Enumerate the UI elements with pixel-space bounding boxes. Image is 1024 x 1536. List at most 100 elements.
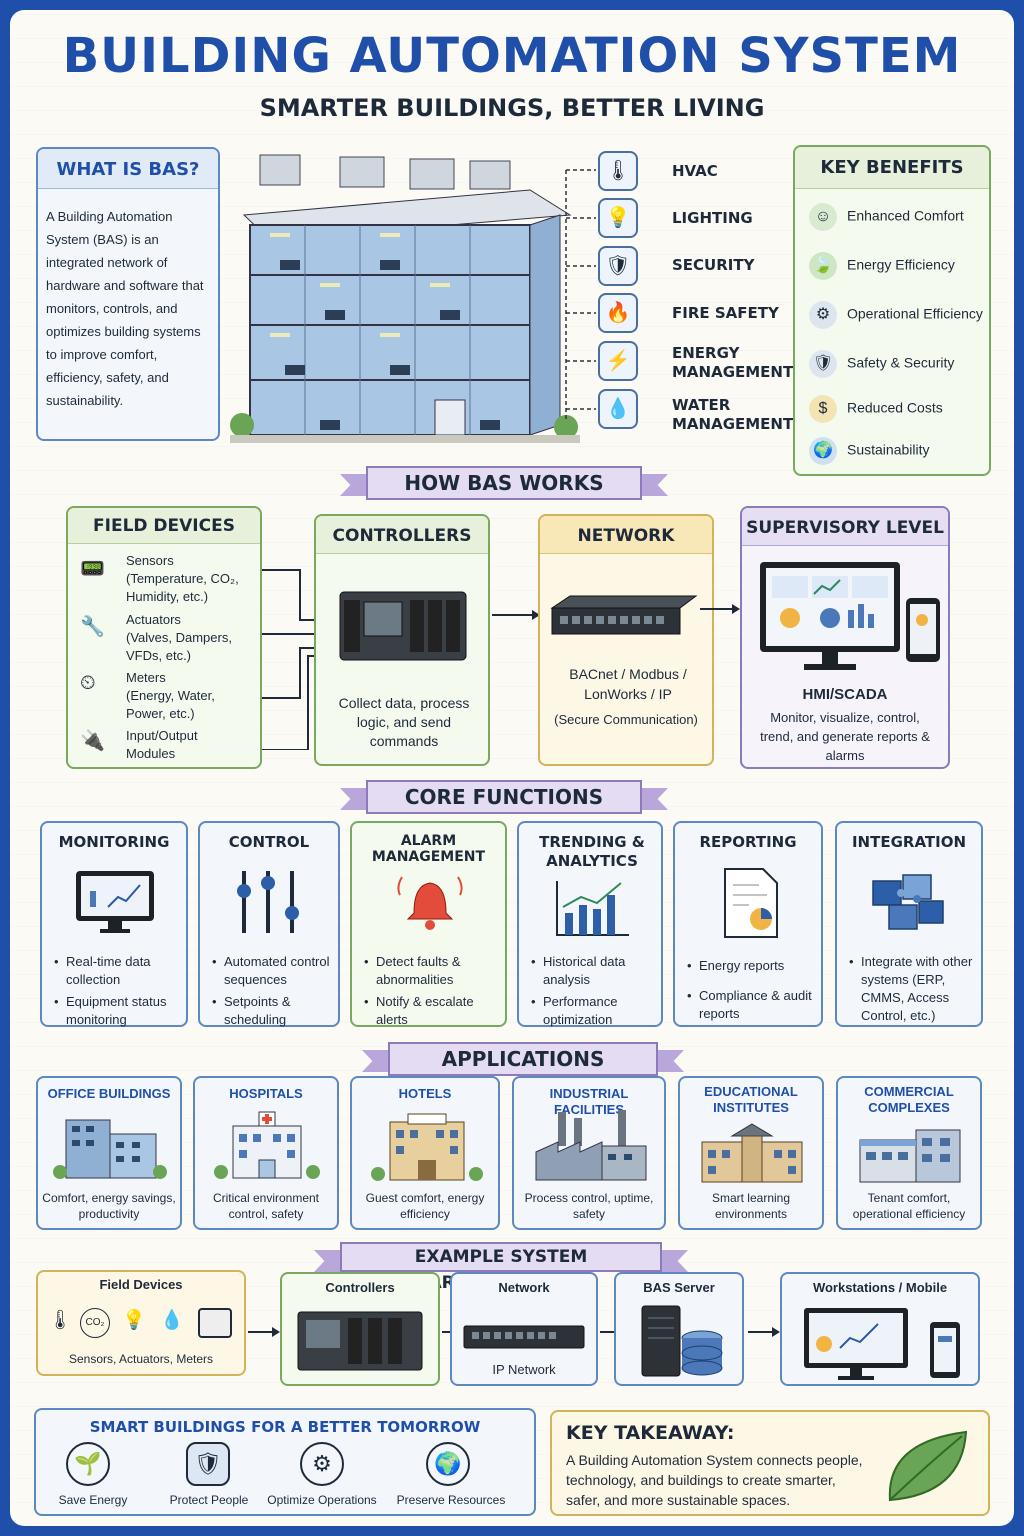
app-hospitals-card: HOSPITALS Critical environment control, … (193, 1076, 339, 1230)
app-hotels-card: HOTELS Guest comfort, energy efficiency (350, 1076, 500, 1230)
arch-controller-image (297, 1311, 423, 1371)
arch-network-box: Network IP Network (450, 1272, 598, 1386)
arch-workstations-title: Workstations / Mobile (812, 1280, 948, 1295)
app-industrial-card: INDUSTRIAL FACILITIES Process control, u… (512, 1076, 666, 1230)
network-to-supervisory-arrow (700, 604, 740, 614)
core-reporting-card: REPORTING Energy reportsCompliance & aud… (673, 821, 823, 1027)
water-drop-icon: 💧 (598, 389, 638, 429)
dollar-icon: $ (809, 395, 837, 423)
hospital-image (214, 1111, 320, 1179)
field-devices-heading: FIELD DEVICES (93, 516, 235, 536)
benefit-sustainability: 🌍Sustainability (809, 437, 930, 465)
sensor-icon: 📟 (80, 558, 105, 580)
core-monitoring-card: MONITORING Real-time data collectionEqui… (40, 821, 188, 1027)
arch-server-box: BAS Server (614, 1272, 744, 1386)
footer-optimize-operations: Optimize Operations (267, 1493, 377, 1507)
smart-buildings-heading: SMART BUILDINGS FOR A BETTER TOMORROW (89, 1418, 481, 1436)
app-office-title: OFFICE BUILDINGS (47, 1086, 171, 1101)
arch-switch-image (463, 1325, 585, 1349)
arch-controllers-title: Controllers (325, 1280, 395, 1295)
arch-server-title: BAS Server (643, 1280, 715, 1295)
core-control-bullets: Automated control sequencesSetpoints & s… (212, 953, 330, 1033)
field-item-actuators: Actuators(Valves, Dampers, VFDs, etc.) (126, 612, 232, 663)
core-control-card: CONTROL Automated control sequencesSetpo… (198, 821, 340, 1027)
applications-banner: APPLICATIONS (388, 1042, 658, 1076)
thermometer-icon: 🌡 (48, 1310, 73, 1331)
core-trending-title: TRENDING & ANALYTICS (539, 833, 645, 870)
arch-network-title: Network (498, 1280, 550, 1295)
key-benefits-heading: KEY BENEFITS (820, 157, 964, 178)
app-commercial-card: COMMERCIAL COMPLEXES Tenant comfort, ope… (836, 1076, 982, 1230)
meter-icon (198, 1308, 232, 1338)
controllers-to-network-arrow (492, 610, 540, 620)
commercial-complex-image (859, 1129, 961, 1183)
footer-preserve-resources: Preserve Resources (396, 1493, 506, 1507)
app-hotels-desc: Guest comfort, energy efficiency (365, 1191, 485, 1221)
globe-icon: 🌍 (809, 437, 837, 465)
system-fire-safety: FIRE SAFETY (672, 304, 779, 322)
core-trending-bullets: Historical data analysisPerformance opti… (531, 953, 653, 1033)
how-bas-works-banner: HOW BAS WORKS (366, 466, 642, 500)
arch-network-desc: IP Network (492, 1362, 556, 1377)
app-commercial-title: COMMERCIAL COMPLEXES (864, 1084, 954, 1115)
field-devices-panel: FIELD DEVICES 📟 Sensors(Temperature, CO₂… (66, 506, 262, 769)
arch-arrow-1 (248, 1327, 280, 1337)
system-connectors (565, 169, 596, 420)
shield-icon: 🛡 (598, 246, 638, 286)
footer-protect-people: Protect People (169, 1493, 249, 1507)
gear-chart-icon: ⚙ (300, 1442, 344, 1486)
core-alarm-card: ALARM MANAGEMENT Detect faults & abnorma… (350, 821, 507, 1027)
key-takeaway-heading: KEY TAKEAWAY: (566, 1422, 735, 1444)
benefit-safety-security: 🛡Safety & Security (809, 350, 954, 378)
app-educational-card: EDUCATIONAL INSTITUTES Smart learning en… (678, 1076, 824, 1230)
server-database-image (641, 1305, 723, 1377)
core-alarm-bullets: Detect faults & abnormalitiesNotify & es… (364, 953, 497, 1033)
school-image (701, 1123, 803, 1183)
benefit-energy-efficiency: 🍃Energy Efficiency (809, 252, 955, 280)
core-reporting-title: REPORTING (699, 833, 797, 851)
smart-buildings-panel: SMART BUILDINGS FOR A BETTER TOMORROW 🌱 … (34, 1408, 536, 1516)
app-industrial-title: INDUSTRIAL FACILITIES (549, 1086, 629, 1117)
supervisory-panel: SUPERVISORY LEVEL HMI/SCADA Monitor, vis… (740, 506, 950, 769)
supervisory-heading: SUPERVISORY LEVEL (746, 518, 944, 538)
supervisory-desc: Monitor, visualize, control, trend, and … (760, 710, 930, 763)
what-is-bas-panel: WHAT IS BAS? A Building Automation Syste… (36, 147, 220, 441)
core-integration-bullets: Integrate with other systems (ERP, CMMS,… (849, 953, 973, 1029)
shield-icon: 🛡 (809, 350, 837, 378)
gear-icon: ⚙ (809, 301, 837, 329)
actuator-icon: 🔧 (80, 616, 105, 638)
system-lighting: LIGHTING (672, 209, 753, 227)
field-item-sensors: Sensors(Temperature, CO₂, Humidity, etc.… (126, 553, 239, 604)
meter-icon: ⏲ (80, 672, 96, 694)
leaf-icon: 🍃 (809, 252, 837, 280)
network-protocols: BACnet / Modbus / LonWorks / IP (569, 666, 687, 702)
field-item-meters: Meters(Energy, Water, Power, etc.) (126, 670, 215, 721)
shield-person-icon: 🛡 (186, 1442, 230, 1486)
key-takeaway-text: A Building Automation System connects pe… (566, 1452, 863, 1508)
controllers-heading: CONTROLLERS (332, 526, 472, 546)
arch-field-desc: Sensors, Actuators, Meters (68, 1352, 214, 1366)
benefit-operational-efficiency: ⚙Operational Efficiency (809, 301, 983, 329)
arch-field-devices-box: Field Devices 🌡 CO₂ 💡 💧 Sensors, Actuato… (36, 1270, 246, 1376)
core-reporting-bullets: Energy reportsCompliance & audit reports (687, 957, 813, 1027)
app-office-desc: Comfort, energy savings, productivity (42, 1191, 176, 1221)
network-note: (Secure Communication) (554, 712, 698, 727)
factory-image (535, 1110, 647, 1181)
co2-sensor-icon: CO₂ (80, 1308, 110, 1338)
app-educational-desc: Smart learning environments (711, 1191, 791, 1221)
hotel-image (371, 1113, 483, 1181)
arch-arrow-4 (748, 1327, 780, 1337)
alarm-bell-icon (397, 876, 463, 930)
system-security: SECURITY (672, 256, 755, 274)
sliders-icon (237, 871, 299, 933)
core-monitoring-title: MONITORING (58, 833, 170, 851)
network-heading: NETWORK (577, 526, 675, 546)
globe-icon: 🌍 (426, 1442, 470, 1486)
leaf-icon (888, 1430, 968, 1502)
architecture-banner: EXAMPLE SYSTEM ARCHITECTURE (340, 1242, 662, 1293)
what-is-bas-text: A Building Automation System (BAS) is an… (46, 209, 204, 408)
benefit-reduced-costs: $Reduced Costs (809, 395, 943, 423)
benefit-enhanced-comfort: ☺Enhanced Comfort (809, 203, 964, 231)
network-panel: NETWORK BACnet / Modbus / LonWorks / IP … (538, 514, 714, 766)
what-is-bas-heading: WHAT IS BAS? (56, 159, 200, 180)
